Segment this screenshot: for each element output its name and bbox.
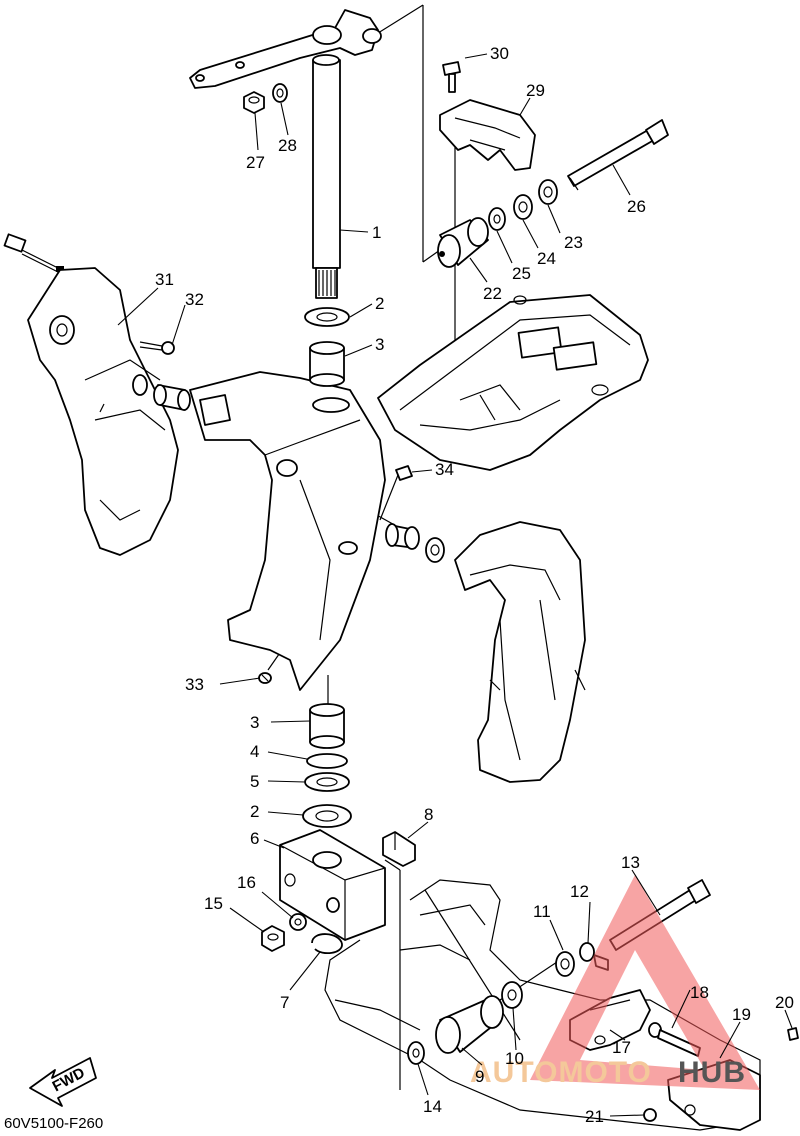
callout-17: 17: [612, 1038, 631, 1057]
callout-31: 31: [155, 270, 174, 289]
grommet-part-20: [787, 1027, 799, 1041]
steering-column-part-1: [189, 9, 382, 299]
callout-20: 20: [775, 993, 794, 1012]
fwd-arrow-icon: FWD: [29, 1057, 97, 1107]
washer-part-2-lower: [302, 804, 352, 828]
diagram-code: 60V5100-F260: [4, 1115, 103, 1132]
callout-34: 34: [435, 460, 454, 479]
watermark-text-automoto: AUTOMOTO: [470, 1056, 652, 1089]
callout-1: 1: [372, 223, 381, 242]
left-clamp-bracket: [27, 267, 179, 556]
swivel-bracket: [189, 371, 386, 691]
engine-mount-base: [377, 294, 649, 471]
rubber-mount-part-22: [437, 217, 489, 268]
callout-33: 33: [185, 675, 204, 694]
screw-part-21: [643, 1108, 657, 1122]
callout-2-upper: 2: [375, 294, 384, 313]
callout-30: 30: [490, 44, 509, 63]
screw-part-33: [258, 672, 272, 684]
callout-7: 7: [280, 993, 289, 1012]
callout-19: 19: [732, 1005, 751, 1024]
callout-25: 25: [512, 264, 531, 283]
bolt-part-18: [648, 1022, 701, 1057]
watermark-logo: AUTOMOTO HUB: [470, 875, 760, 1090]
circlip-part-7: [311, 933, 343, 955]
callout-26: 26: [627, 197, 646, 216]
bushing-part-3-upper: [309, 341, 345, 387]
lower-casing: [324, 879, 761, 1131]
callout-2-lower: 2: [250, 802, 259, 821]
callout-10: 10: [505, 1049, 524, 1068]
washer-part-14: [407, 1041, 425, 1065]
callout-28: 28: [278, 136, 297, 155]
callout-16: 16: [237, 873, 256, 892]
watermark-triangle-icon: [530, 875, 760, 1090]
nut-part-27: [243, 91, 265, 114]
watermark-text-hub: HUB: [678, 1056, 746, 1089]
callout-3-upper: 3: [375, 335, 384, 354]
callout-24: 24: [537, 249, 556, 268]
callout-3-lower: 3: [250, 713, 259, 732]
washer-part-16: [289, 913, 307, 931]
bushing-part-3-lower: [309, 703, 345, 749]
callout-8: 8: [424, 805, 433, 824]
bolt-part-26: [567, 119, 669, 191]
callout-9: 9: [475, 1067, 484, 1086]
callout-32: 32: [185, 290, 204, 309]
callout-labels: 30 29 27 28 26 1 23 24 25 22 31 32 2 3 3…: [155, 44, 794, 1126]
callout-21: 21: [585, 1107, 604, 1126]
wire-connector: [3, 233, 64, 273]
bushing-right: [385, 523, 445, 563]
nut-part-15: [261, 925, 285, 952]
callout-22: 22: [483, 284, 502, 303]
washer-part-25: [488, 207, 506, 231]
washer-part-5: [304, 772, 350, 792]
right-clamp-bracket: [454, 521, 586, 783]
callout-27: 27: [246, 153, 265, 172]
callout-5: 5: [250, 772, 259, 791]
o-ring-part-4: [306, 753, 348, 769]
pad-part-8: [382, 831, 416, 867]
callout-29: 29: [526, 81, 545, 100]
washer-part-2-upper: [304, 307, 350, 327]
bushing-left: [132, 374, 191, 411]
washer-part-11: [555, 951, 575, 977]
washer-part-10: [501, 981, 523, 1009]
mount-cover-part-29: [439, 99, 536, 171]
washer-part-23: [538, 179, 558, 205]
callout-23: 23: [564, 233, 583, 252]
rubber-mount-part-9: [435, 995, 504, 1054]
clip-part-34: [395, 465, 413, 481]
callout-11: 11: [533, 902, 551, 921]
callout-13: 13: [621, 853, 640, 872]
callout-4: 4: [250, 742, 259, 761]
callout-12: 12: [570, 882, 589, 901]
washer-part-24: [513, 194, 533, 220]
lower-mount-housing-part-6: [279, 829, 386, 941]
leader-lines: [117, 53, 793, 1117]
screw-part-32: [139, 341, 175, 355]
callout-14: 14: [423, 1097, 442, 1116]
bolt-part-30: [442, 61, 461, 93]
callout-18: 18: [690, 983, 709, 1002]
callout-15: 15: [204, 894, 223, 913]
washer-part-28: [272, 83, 288, 103]
callout-6: 6: [250, 829, 259, 848]
